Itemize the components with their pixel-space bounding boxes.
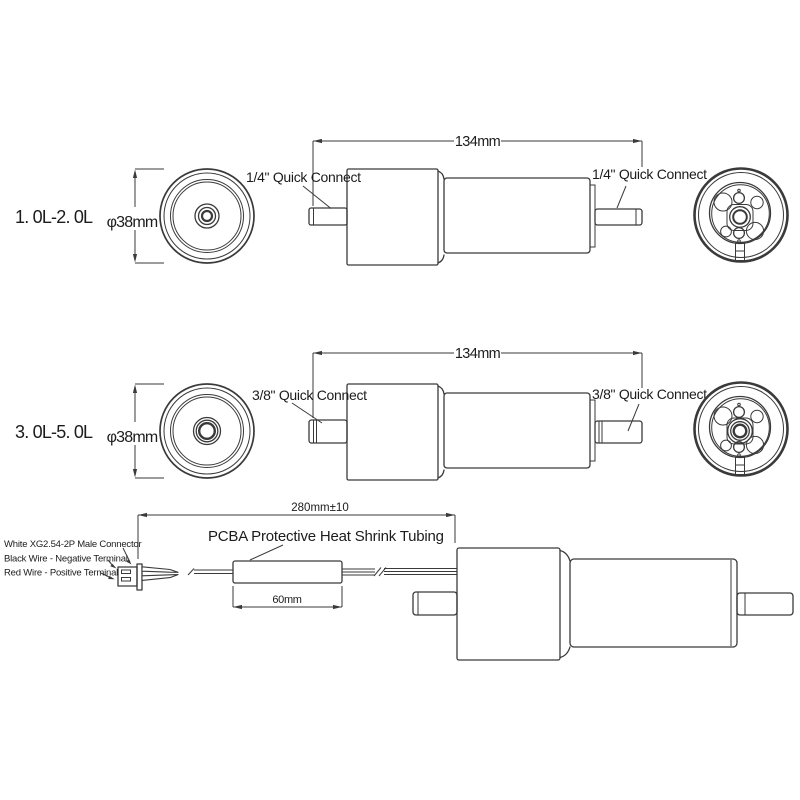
pump-rear-view-a <box>693 167 789 263</box>
length-value-a: 134mm <box>455 134 501 150</box>
pump-side-view-a <box>308 168 643 266</box>
positive-wire-callout: Red Wire - Positive Terminal <box>4 568 118 580</box>
connector-label: White XG2.54-2P Male Connector <box>4 539 141 550</box>
diameter-dimension-b: φ38mm <box>107 383 164 479</box>
inlet-callout-b: 3/8" Quick Connect <box>252 387 367 424</box>
outlet-callout-b: 3/8" Quick Connect <box>592 386 707 432</box>
total-length-value: 280mm±10 <box>291 502 348 514</box>
pump-front-view-a <box>159 168 255 264</box>
positive-wire-label: Red Wire - Positive Terminal <box>4 568 118 579</box>
diameter-value-a: φ38mm <box>107 214 158 231</box>
diameter-value-b: φ38mm <box>107 429 158 446</box>
tubing-length-dimension: 60mm <box>232 586 343 610</box>
outlet-callout-a: 1/4" Quick Connect <box>592 166 707 209</box>
variant-b-row: 3. 0L-5. 0L φ38mm 134mm <box>15 346 789 481</box>
xg254-connector <box>117 563 179 591</box>
variant-a-row: 1. 0L-2. 0L φ38mm 134mm <box>15 134 789 266</box>
length-dimension-b: 134mm <box>312 346 643 418</box>
inlet-callout-a: 1/4" Quick Connect <box>246 169 361 209</box>
negative-wire-callout: Black Wire - Negative Terminal <box>4 554 128 569</box>
negative-wire-label: Black Wire - Negative Terminal <box>4 554 128 565</box>
inlet-label-a: 1/4" Quick Connect <box>246 169 361 185</box>
capacity-label-a: 1. 0L-2. 0L <box>15 207 93 227</box>
pump-side-view-wiring <box>412 547 794 661</box>
length-dimension-a: 134mm <box>312 134 643 206</box>
wiring-row: 280mm±10 PCBA Protective Heat Shrink Tub… <box>4 502 794 661</box>
length-value-b: 134mm <box>455 346 501 362</box>
connector-callout: White XG2.54-2P Male Connector <box>4 539 142 565</box>
heat-shrink-tube <box>232 560 343 584</box>
inlet-label-b: 3/8" Quick Connect <box>252 387 367 403</box>
total-length-dimension: 280mm±10 <box>137 502 456 559</box>
pump-side-view-b <box>308 383 643 481</box>
power-wires <box>187 567 457 577</box>
diameter-dimension-a: φ38mm <box>107 168 164 264</box>
outlet-label-b: 3/8" Quick Connect <box>592 386 707 402</box>
pump-rear-view-b <box>693 381 789 477</box>
capacity-label-b: 3. 0L-5. 0L <box>15 422 93 442</box>
tubing-callout: PCBA Protective Heat Shrink Tubing <box>208 528 444 561</box>
tubing-label: PCBA Protective Heat Shrink Tubing <box>208 528 444 545</box>
pump-front-view-b <box>159 383 255 479</box>
outlet-label-a: 1/4" Quick Connect <box>592 166 707 182</box>
tubing-length-value: 60mm <box>272 594 301 606</box>
